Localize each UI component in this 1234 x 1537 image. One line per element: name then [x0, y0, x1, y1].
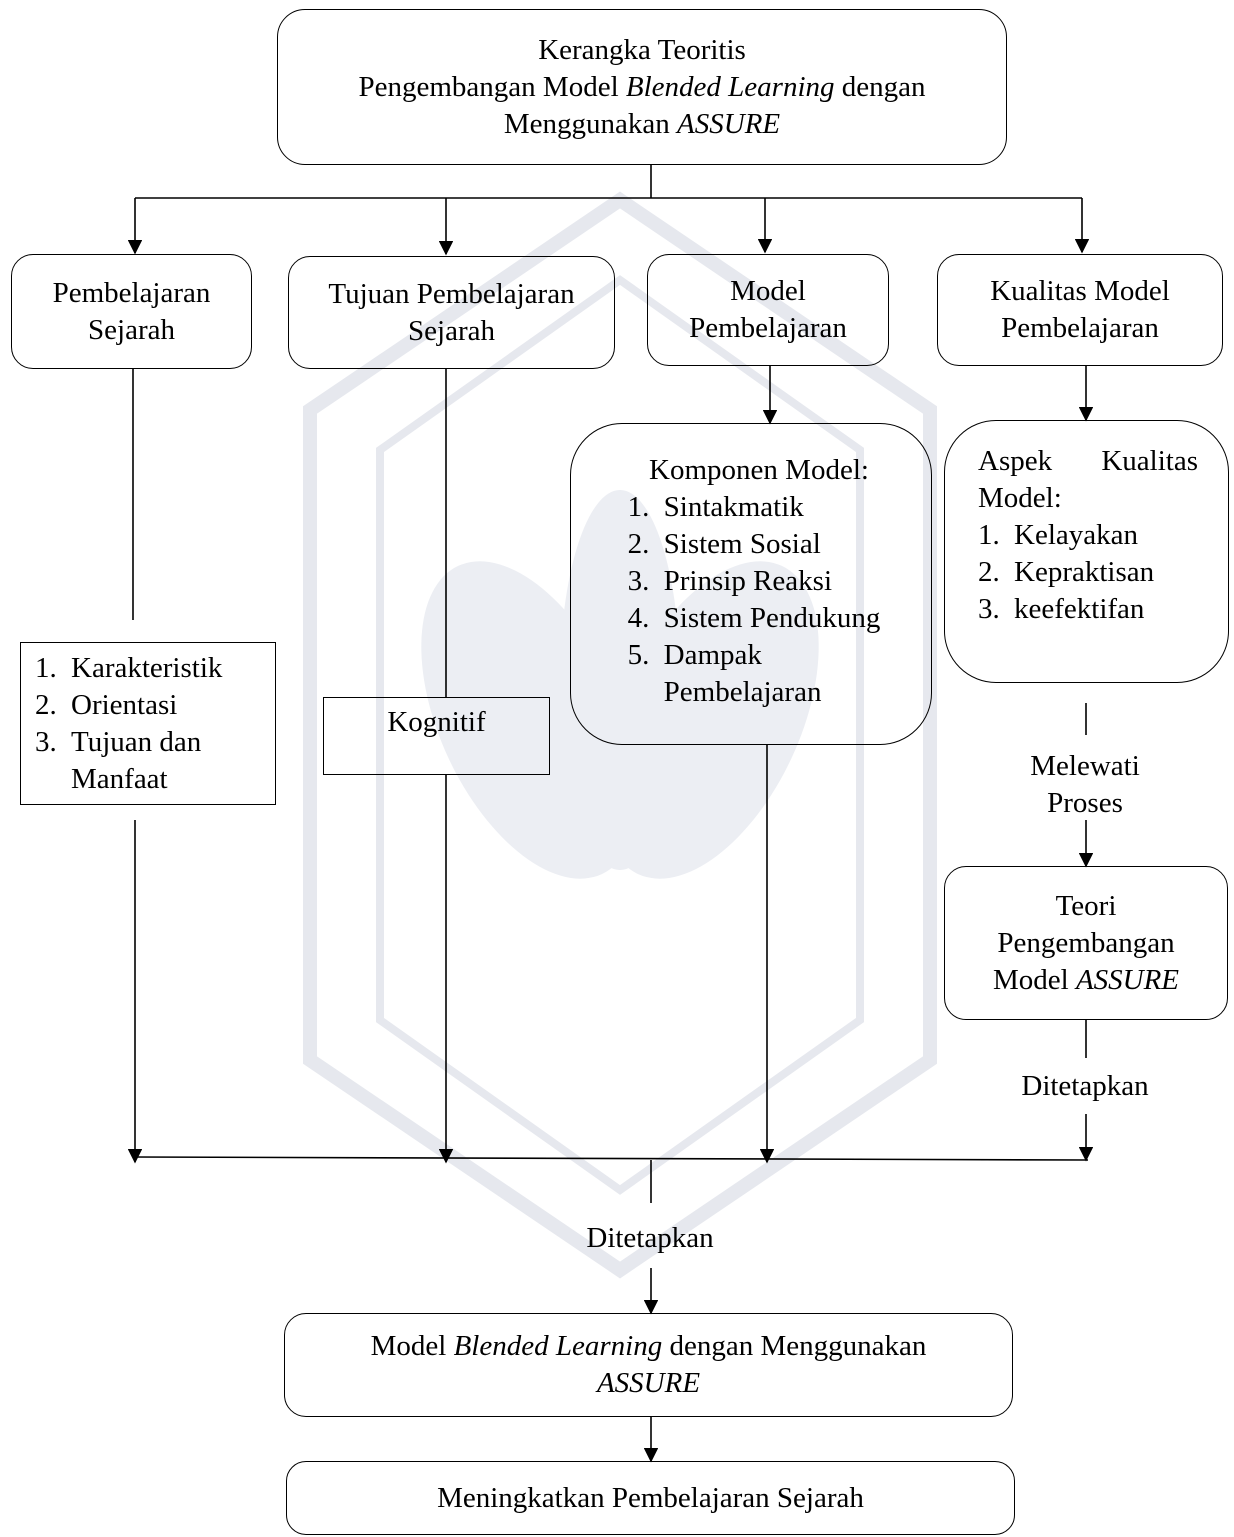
list-item: 1. Karakteristik [35, 650, 222, 687]
list-item: 3. keefektifan [978, 591, 1154, 628]
box-line: Kualitas Model [990, 275, 1170, 307]
list-text: Dampak Pembelajaran [663, 639, 822, 708]
list-text: Orientasi [71, 688, 178, 721]
list-item: 3. Tujuan dan Manfaat [35, 724, 222, 798]
list-number: 2. [627, 528, 650, 560]
list-text: Kelayakan [1014, 519, 1138, 551]
cognitive-box: Kognitif [323, 697, 550, 775]
list-text: Kepraktisan [1014, 556, 1155, 588]
list-item: 4. Sistem Pendukung [628, 600, 881, 637]
model-components-box: Komponen Model: 1. Sintakmatik 2. Sistem S… [570, 423, 932, 745]
list-text: Sintakmatik [663, 491, 804, 523]
label-line: Proses [1047, 787, 1123, 819]
box-line: Pembelajaran [689, 312, 847, 344]
quality-aspects-title-2: Model: [978, 482, 1062, 514]
quality-aspects-title: Aspek Kualitas [978, 443, 1198, 480]
history-learning-box: Pembelajaran Sejarah [11, 254, 252, 369]
box-line: Pembelajaran [1001, 312, 1159, 344]
box-text: Model [370, 1330, 454, 1362]
box-line: Tujuan Pembelajaran [328, 277, 575, 310]
box-line: Teori [1055, 889, 1117, 922]
history-learning-objective-box: Tujuan Pembelajaran Sejarah [288, 256, 615, 369]
label-line: Melewati [1030, 750, 1140, 782]
list-text: Tujuan dan Manfaat [71, 725, 202, 795]
blended-learning-model-box: Model Blended Learning dengan Menggunaka… [284, 1313, 1013, 1417]
list-number: 1. [627, 491, 650, 523]
list-number: 2. [978, 556, 1000, 588]
framework-title-text: dengan [834, 70, 926, 103]
box-text: Model [992, 963, 1076, 996]
list-item: 3. Prinsip Reaksi [628, 563, 881, 600]
framework-title-text: Pengembangan Model [358, 70, 626, 103]
aspects-list: 1. Karakteristik 2. Orientasi 3. Tujuan dan… [35, 650, 222, 798]
learning-model-box: Model Pembelajaran [647, 254, 889, 366]
framework-title-text: Menggunakan [503, 107, 678, 140]
cognitive-label: Kognitif [387, 706, 486, 738]
box-line: Pengembangan [997, 926, 1175, 959]
box-line: Sejarah [88, 313, 175, 346]
box-line: Model Blended Learning dengan Menggunaka… [371, 1328, 927, 1365]
box-text: dengan Menggunakan [662, 1330, 927, 1362]
list-text: Karakteristik [71, 651, 223, 684]
components-title: Komponen Model: [649, 454, 869, 486]
framework-title-line3: Menggunakan ASSURE [504, 106, 780, 143]
list-number: 3. [627, 565, 650, 597]
box-italic: Blended Learning [453, 1330, 663, 1362]
list-item: 2. Kepraktisan [978, 554, 1154, 591]
list-item: 1. Kelayakan [978, 517, 1154, 554]
list-item: 2. Orientasi [35, 687, 222, 724]
history-learning-aspects-box: 1. Karakteristik 2. Orientasi 3. Tujuan dan… [20, 642, 276, 805]
framework-title-line1: Kerangka Teoritis [538, 33, 746, 66]
box-line: ASSURE [597, 1365, 700, 1402]
list-number: 4. [627, 602, 650, 634]
box-line: Pembelajaran [52, 276, 211, 309]
title-word: Aspek [978, 445, 1053, 477]
improve-history-learning-box: Meningkatkan Pembelajaran Sejarah [286, 1461, 1015, 1535]
connector [132, 1156, 1089, 1161]
list-item: 5. Dampak Pembelajaran [628, 637, 881, 711]
framework-title-box: Kerangka Teoritis Pengembangan Model Ble… [277, 9, 1007, 165]
list-number: 1. [978, 519, 1000, 551]
list-number: 3. [35, 725, 57, 758]
list-item: 2. Sistem Sosial [628, 526, 881, 563]
components-list: 1. Sintakmatik 2. Sistem Sosial 3. Prinsip … [628, 489, 881, 711]
box-line: Model [730, 275, 806, 307]
list-number: 3. [978, 593, 1000, 625]
list-number: 2. [35, 688, 57, 721]
box-italic: ASSURE [596, 1367, 701, 1399]
list-text: keefektifan [1014, 593, 1145, 625]
title-word: Kualitas [1101, 445, 1198, 477]
list-text: Prinsip Reaksi [663, 565, 833, 597]
box-line: Meningkatkan Pembelajaran Sejarah [437, 1481, 864, 1514]
box-italic: ASSURE [1075, 963, 1180, 996]
list-item: 1. Sintakmatik [628, 489, 881, 526]
list-text: Sistem Sosial [663, 528, 821, 560]
framework-title-italic: Blended Learning [625, 70, 835, 103]
assure-theory-box: Teori Pengembangan Model ASSURE [944, 866, 1228, 1020]
framework-title-italic: ASSURE [677, 107, 781, 140]
quality-aspects-box: Aspek Kualitas Model: 1. Kelayakan 2. Kepra… [944, 420, 1229, 683]
quality-aspects-list: 1. Kelayakan 2. Kepraktisan 3. keefektifan [978, 517, 1154, 628]
process-label: Melewati Proses [990, 748, 1180, 822]
list-number: 5. [627, 639, 650, 671]
set-label-bottom: Ditetapkan [586, 1222, 714, 1254]
framework-title-line2: Pengembangan Model Blended Learning deng… [359, 69, 926, 106]
list-text: Sistem Pendukung [663, 602, 881, 634]
set-label-right: Ditetapkan [1021, 1070, 1149, 1102]
box-line: Model ASSURE [993, 962, 1179, 999]
box-line: Sejarah [408, 314, 495, 347]
model-quality-box: Kualitas Model Pembelajaran [937, 254, 1223, 366]
list-number: 1. [35, 651, 57, 684]
